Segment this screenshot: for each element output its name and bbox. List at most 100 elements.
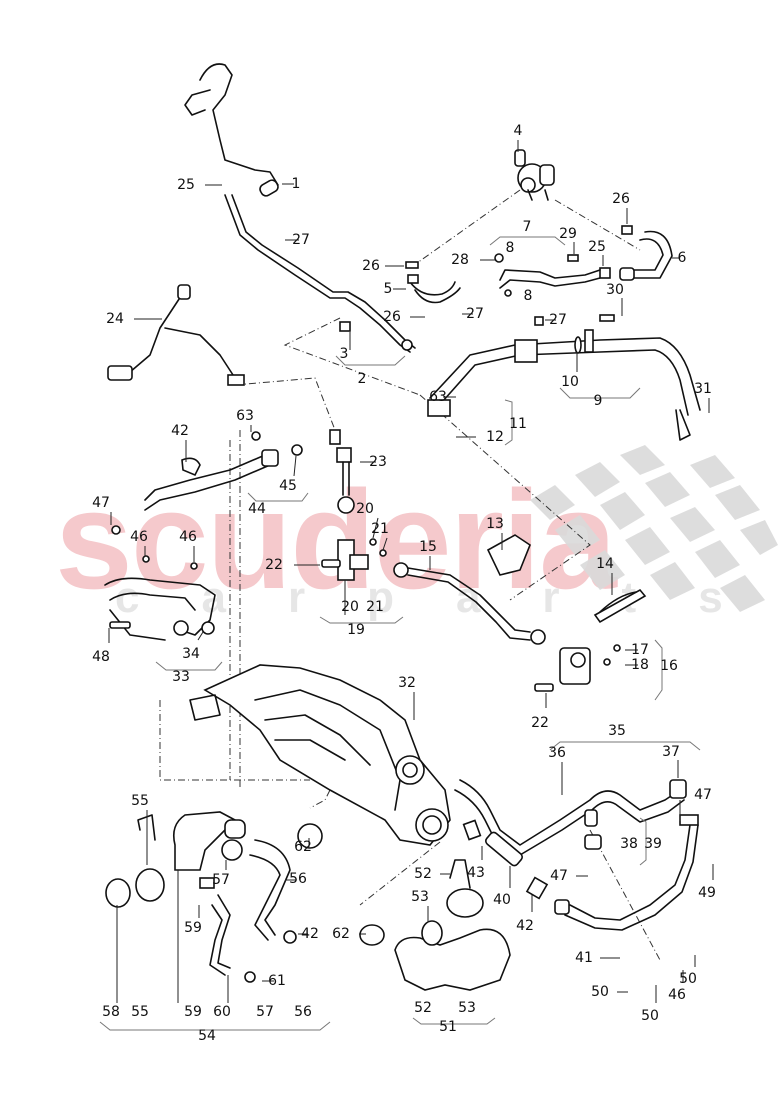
callout-c48: 48 — [92, 649, 110, 665]
callout-c52b: 52 — [414, 1000, 432, 1016]
callout-c11: 11 — [509, 416, 527, 432]
part-35-pipe — [454, 779, 687, 856]
callout-c1: 1 — [292, 176, 301, 192]
part-54-hose-assembly — [105, 811, 323, 983]
callout-c19: 19 — [347, 622, 365, 638]
callout-c28: 28 — [451, 252, 469, 268]
callout-c42c: 42 — [516, 918, 534, 934]
callout-c47a: 47 — [92, 495, 110, 511]
callout-c15: 15 — [419, 539, 437, 555]
callout-c27b: 27 — [466, 306, 484, 322]
callout-c38: 38 — [620, 836, 638, 852]
callout-c58: 58 — [102, 1004, 120, 1020]
callout-c25b: 25 — [588, 239, 606, 255]
part-7-pipe — [494, 253, 601, 297]
callout-c17: 17 — [631, 642, 649, 658]
callout-c52a: 52 — [414, 866, 432, 882]
callout-c18: 18 — [631, 657, 649, 673]
callout-c61: 61 — [268, 973, 286, 989]
callout-c56b: 56 — [294, 1004, 312, 1020]
callout-c3: 3 — [340, 346, 349, 362]
part-16-valve — [534, 644, 621, 692]
callout-c50a: 50 — [591, 984, 609, 1000]
callout-c22a: 22 — [265, 557, 283, 573]
callout-c7: 7 — [523, 219, 532, 235]
callout-c56a: 56 — [289, 871, 307, 887]
callout-c42a: 42 — [171, 423, 189, 439]
part-9-pipe — [427, 314, 701, 441]
assembly-lines — [159, 189, 661, 961]
callout-c5: 5 — [384, 281, 393, 297]
callout-c26a: 26 — [612, 191, 630, 207]
callout-c46b: 46 — [179, 529, 197, 545]
part-19-t-piece — [321, 429, 387, 581]
callout-c8a: 8 — [506, 240, 515, 256]
callout-c63b: 63 — [429, 389, 447, 405]
callout-c27c: 27 — [549, 312, 567, 328]
part-14-gasket — [593, 588, 647, 624]
callout-c12: 12 — [486, 429, 504, 445]
callout-c60: 60 — [213, 1004, 231, 1020]
callout-c30: 30 — [606, 282, 624, 298]
callout-c6: 6 — [678, 250, 687, 266]
callout-c2: 2 — [358, 371, 367, 387]
callout-c32: 32 — [398, 675, 416, 691]
callout-c25a: 25 — [177, 177, 195, 193]
callout-c63a: 63 — [236, 408, 254, 424]
callout-c24: 24 — [106, 311, 124, 327]
callout-c44: 44 — [248, 501, 266, 517]
group-brackets — [99, 236, 701, 1031]
callout-c47b: 47 — [550, 868, 568, 884]
callout-c55a: 55 — [131, 793, 149, 809]
callout-c59b: 59 — [184, 1004, 202, 1020]
callout-c43: 43 — [467, 865, 485, 881]
part-13-cover — [486, 534, 531, 576]
callout-c55b: 55 — [131, 1004, 149, 1020]
callout-c26b: 26 — [362, 258, 380, 274]
callout-c10: 10 — [561, 374, 579, 390]
callout-c57a: 57 — [212, 872, 230, 888]
callout-c53b: 53 — [458, 1000, 476, 1016]
callout-c47c: 47 — [694, 787, 712, 803]
callout-c34: 34 — [182, 646, 200, 662]
part-15-pipe — [393, 562, 546, 645]
callout-c57b: 57 — [256, 1004, 274, 1020]
part-1-coolant-pipe — [184, 63, 279, 197]
callout-c42b: 42 — [301, 926, 319, 942]
callout-c31: 31 — [694, 381, 712, 397]
callout-c59a: 59 — [184, 920, 202, 936]
callout-c62b: 62 — [332, 926, 350, 942]
part-5-hose — [405, 261, 461, 304]
callout-c33: 33 — [172, 669, 190, 685]
part-44-pipe — [111, 431, 303, 535]
callout-c29: 29 — [559, 226, 577, 242]
callout-c35: 35 — [608, 723, 626, 739]
callout-c14: 14 — [596, 556, 614, 572]
checkered-flag-watermark — [530, 445, 778, 612]
callout-c26c: 26 — [383, 309, 401, 325]
callout-c22b: 22 — [531, 715, 549, 731]
part-51-hose — [359, 859, 511, 991]
leader-lines — [108, 140, 714, 1003]
callout-c16: 16 — [660, 658, 678, 674]
callout-c27a: 27 — [292, 232, 310, 248]
callout-c41: 41 — [575, 950, 593, 966]
watermark-scuderia: scuderia — [55, 461, 617, 618]
callout-c50b: 50 — [641, 1008, 659, 1024]
callout-c8b: 8 — [524, 288, 533, 304]
callout-labels: 1234567889101112131415161718192020212122… — [92, 123, 716, 1044]
part-33-hose — [104, 555, 216, 641]
callout-c53a: 53 — [411, 889, 429, 905]
callout-c45: 45 — [279, 478, 297, 494]
callout-c40: 40 — [493, 892, 511, 908]
part-6-hose — [599, 225, 673, 281]
callout-c36: 36 — [548, 745, 566, 761]
callout-c51: 51 — [439, 1019, 457, 1035]
callout-c37: 37 — [662, 744, 680, 760]
callout-c49: 49 — [698, 885, 716, 901]
part-40-hose — [462, 819, 549, 900]
callout-c62a: 62 — [294, 839, 312, 855]
callout-c46c: 46 — [668, 987, 686, 1003]
callout-c13: 13 — [486, 516, 504, 532]
